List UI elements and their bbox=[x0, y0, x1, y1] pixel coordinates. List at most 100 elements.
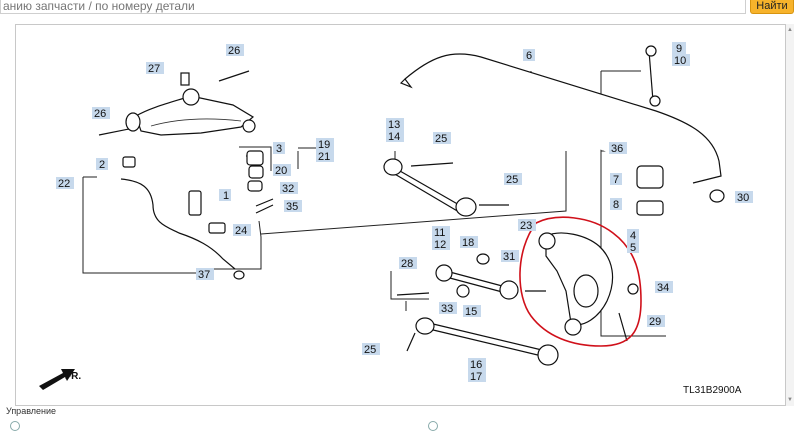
callout-37[interactable]: 37 bbox=[196, 268, 214, 281]
callout-17[interactable]: 17 bbox=[468, 370, 486, 383]
callout-21[interactable]: 21 bbox=[316, 150, 334, 163]
svg-text:21: 21 bbox=[318, 151, 330, 163]
svg-text:22: 22 bbox=[58, 178, 70, 190]
svg-text:27: 27 bbox=[148, 63, 160, 75]
svg-text:36: 36 bbox=[611, 143, 623, 155]
svg-text:30: 30 bbox=[737, 192, 749, 204]
diagram-code: TL31B2900A bbox=[683, 385, 742, 396]
callout-22[interactable]: 22 bbox=[56, 177, 74, 190]
callout-7[interactable]: 7 bbox=[610, 173, 622, 186]
svg-text:26: 26 bbox=[94, 108, 106, 120]
svg-text:32: 32 bbox=[282, 183, 294, 195]
search-bar: Найти bbox=[0, 0, 800, 16]
callout-15[interactable]: 15 bbox=[463, 305, 481, 318]
upper-link-arm bbox=[383, 158, 509, 217]
callout-3[interactable]: 3 bbox=[273, 142, 285, 155]
callout-29[interactable]: 29 bbox=[647, 315, 665, 328]
callout-30[interactable]: 30 bbox=[735, 191, 753, 204]
search-button[interactable]: Найти bbox=[750, 0, 794, 14]
callout-13[interactable]: 13 bbox=[386, 118, 404, 131]
callout-6[interactable]: 6 bbox=[523, 49, 535, 62]
callout-10[interactable]: 10 bbox=[672, 54, 690, 67]
circle-icon[interactable] bbox=[10, 421, 20, 431]
callout-32[interactable]: 32 bbox=[280, 182, 298, 195]
vertical-scrollbar[interactable]: ▲ ▼ bbox=[786, 24, 794, 406]
scroll-up-icon[interactable]: ▲ bbox=[787, 27, 793, 33]
callout-18[interactable]: 18 bbox=[460, 236, 478, 249]
callout-28[interactable]: 28 bbox=[399, 257, 417, 270]
callout-31[interactable]: 31 bbox=[501, 250, 519, 263]
svg-text:20: 20 bbox=[275, 165, 287, 177]
svg-text:5: 5 bbox=[630, 242, 636, 254]
footer-label: Управление bbox=[6, 406, 57, 416]
callout-5[interactable]: 5 bbox=[627, 241, 639, 254]
callout-33[interactable]: 33 bbox=[439, 302, 457, 315]
svg-text:28: 28 bbox=[401, 258, 413, 270]
rear-knuckle bbox=[525, 232, 639, 342]
svg-text:3: 3 bbox=[276, 143, 282, 155]
abs-sensor-wire bbox=[120, 156, 236, 270]
callout-19[interactable]: 19 bbox=[316, 138, 334, 151]
upper-control-arm bbox=[98, 70, 256, 136]
svg-text:34: 34 bbox=[657, 282, 669, 294]
svg-text:11: 11 bbox=[434, 227, 445, 239]
callout-36[interactable]: 36 bbox=[609, 142, 627, 155]
svg-text:25: 25 bbox=[435, 133, 447, 145]
callout-14[interactable]: 14 bbox=[386, 130, 404, 143]
svg-text:15: 15 bbox=[465, 306, 477, 318]
lower-link-arms bbox=[396, 253, 559, 366]
callout-9[interactable]: 9 bbox=[672, 42, 686, 55]
scroll-down-icon[interactable]: ▼ bbox=[787, 397, 793, 403]
svg-text:23: 23 bbox=[520, 220, 532, 232]
footer-icons-row bbox=[0, 420, 800, 431]
callout-23[interactable]: 23 bbox=[518, 219, 536, 232]
svg-text:13: 13 bbox=[388, 119, 400, 131]
callout-25c[interactable]: 25 bbox=[362, 343, 380, 356]
svg-text:14: 14 bbox=[388, 131, 400, 143]
svg-text:12: 12 bbox=[434, 239, 446, 251]
svg-text:17: 17 bbox=[470, 371, 482, 383]
callout-25b[interactable]: 25 bbox=[504, 173, 522, 186]
direction-label: FR. bbox=[65, 371, 81, 382]
callout-4[interactable]: 4 bbox=[627, 229, 639, 242]
highlight-outline bbox=[519, 216, 642, 347]
svg-text:9: 9 bbox=[676, 43, 682, 55]
callout-20[interactable]: 20 bbox=[273, 164, 291, 177]
svg-text:16: 16 bbox=[470, 359, 482, 371]
svg-text:29: 29 bbox=[649, 316, 661, 328]
svg-text:8: 8 bbox=[613, 199, 619, 211]
svg-text:18: 18 bbox=[462, 237, 474, 249]
svg-text:6: 6 bbox=[526, 50, 532, 62]
svg-text:10: 10 bbox=[674, 55, 686, 67]
svg-text:4: 4 bbox=[630, 230, 636, 242]
search-input[interactable] bbox=[0, 0, 746, 14]
svg-text:37: 37 bbox=[198, 269, 210, 281]
bushings-and-bolts bbox=[233, 150, 274, 280]
callout-2[interactable]: 2 bbox=[96, 158, 108, 171]
parts-diagram: .ln { stroke:#222; stroke-width:1; fill:… bbox=[1, 0, 753, 396]
front-direction-arrow: FR. bbox=[39, 369, 81, 390]
svg-text:7: 7 bbox=[613, 174, 619, 186]
callout-34[interactable]: 34 bbox=[655, 281, 673, 294]
callout-26a[interactable]: 26 bbox=[226, 44, 244, 57]
callout-12[interactable]: 12 bbox=[432, 238, 450, 251]
parts-diagram-frame: .ln { stroke:#222; stroke-width:1; fill:… bbox=[1, 0, 786, 406]
callout-25a[interactable]: 25 bbox=[433, 132, 451, 145]
svg-text:1: 1 bbox=[223, 190, 229, 202]
callout-1[interactable]: 1 bbox=[219, 189, 231, 202]
callout-11[interactable]: 11 bbox=[432, 226, 450, 239]
svg-text:35: 35 bbox=[286, 201, 298, 213]
svg-text:2: 2 bbox=[99, 159, 105, 171]
callout-24[interactable]: 24 bbox=[233, 224, 251, 237]
callout-35[interactable]: 35 bbox=[284, 200, 302, 213]
svg-text:25: 25 bbox=[364, 344, 376, 356]
circle-icon[interactable] bbox=[428, 421, 438, 431]
svg-text:33: 33 bbox=[441, 303, 453, 315]
callout-27[interactable]: 27 bbox=[146, 62, 164, 75]
callout-8[interactable]: 8 bbox=[610, 198, 622, 211]
stabilizer-bar bbox=[399, 45, 725, 216]
callout-16[interactable]: 16 bbox=[468, 358, 486, 371]
svg-text:26: 26 bbox=[228, 45, 240, 57]
svg-text:24: 24 bbox=[235, 225, 247, 237]
callout-26b[interactable]: 26 bbox=[92, 107, 110, 120]
